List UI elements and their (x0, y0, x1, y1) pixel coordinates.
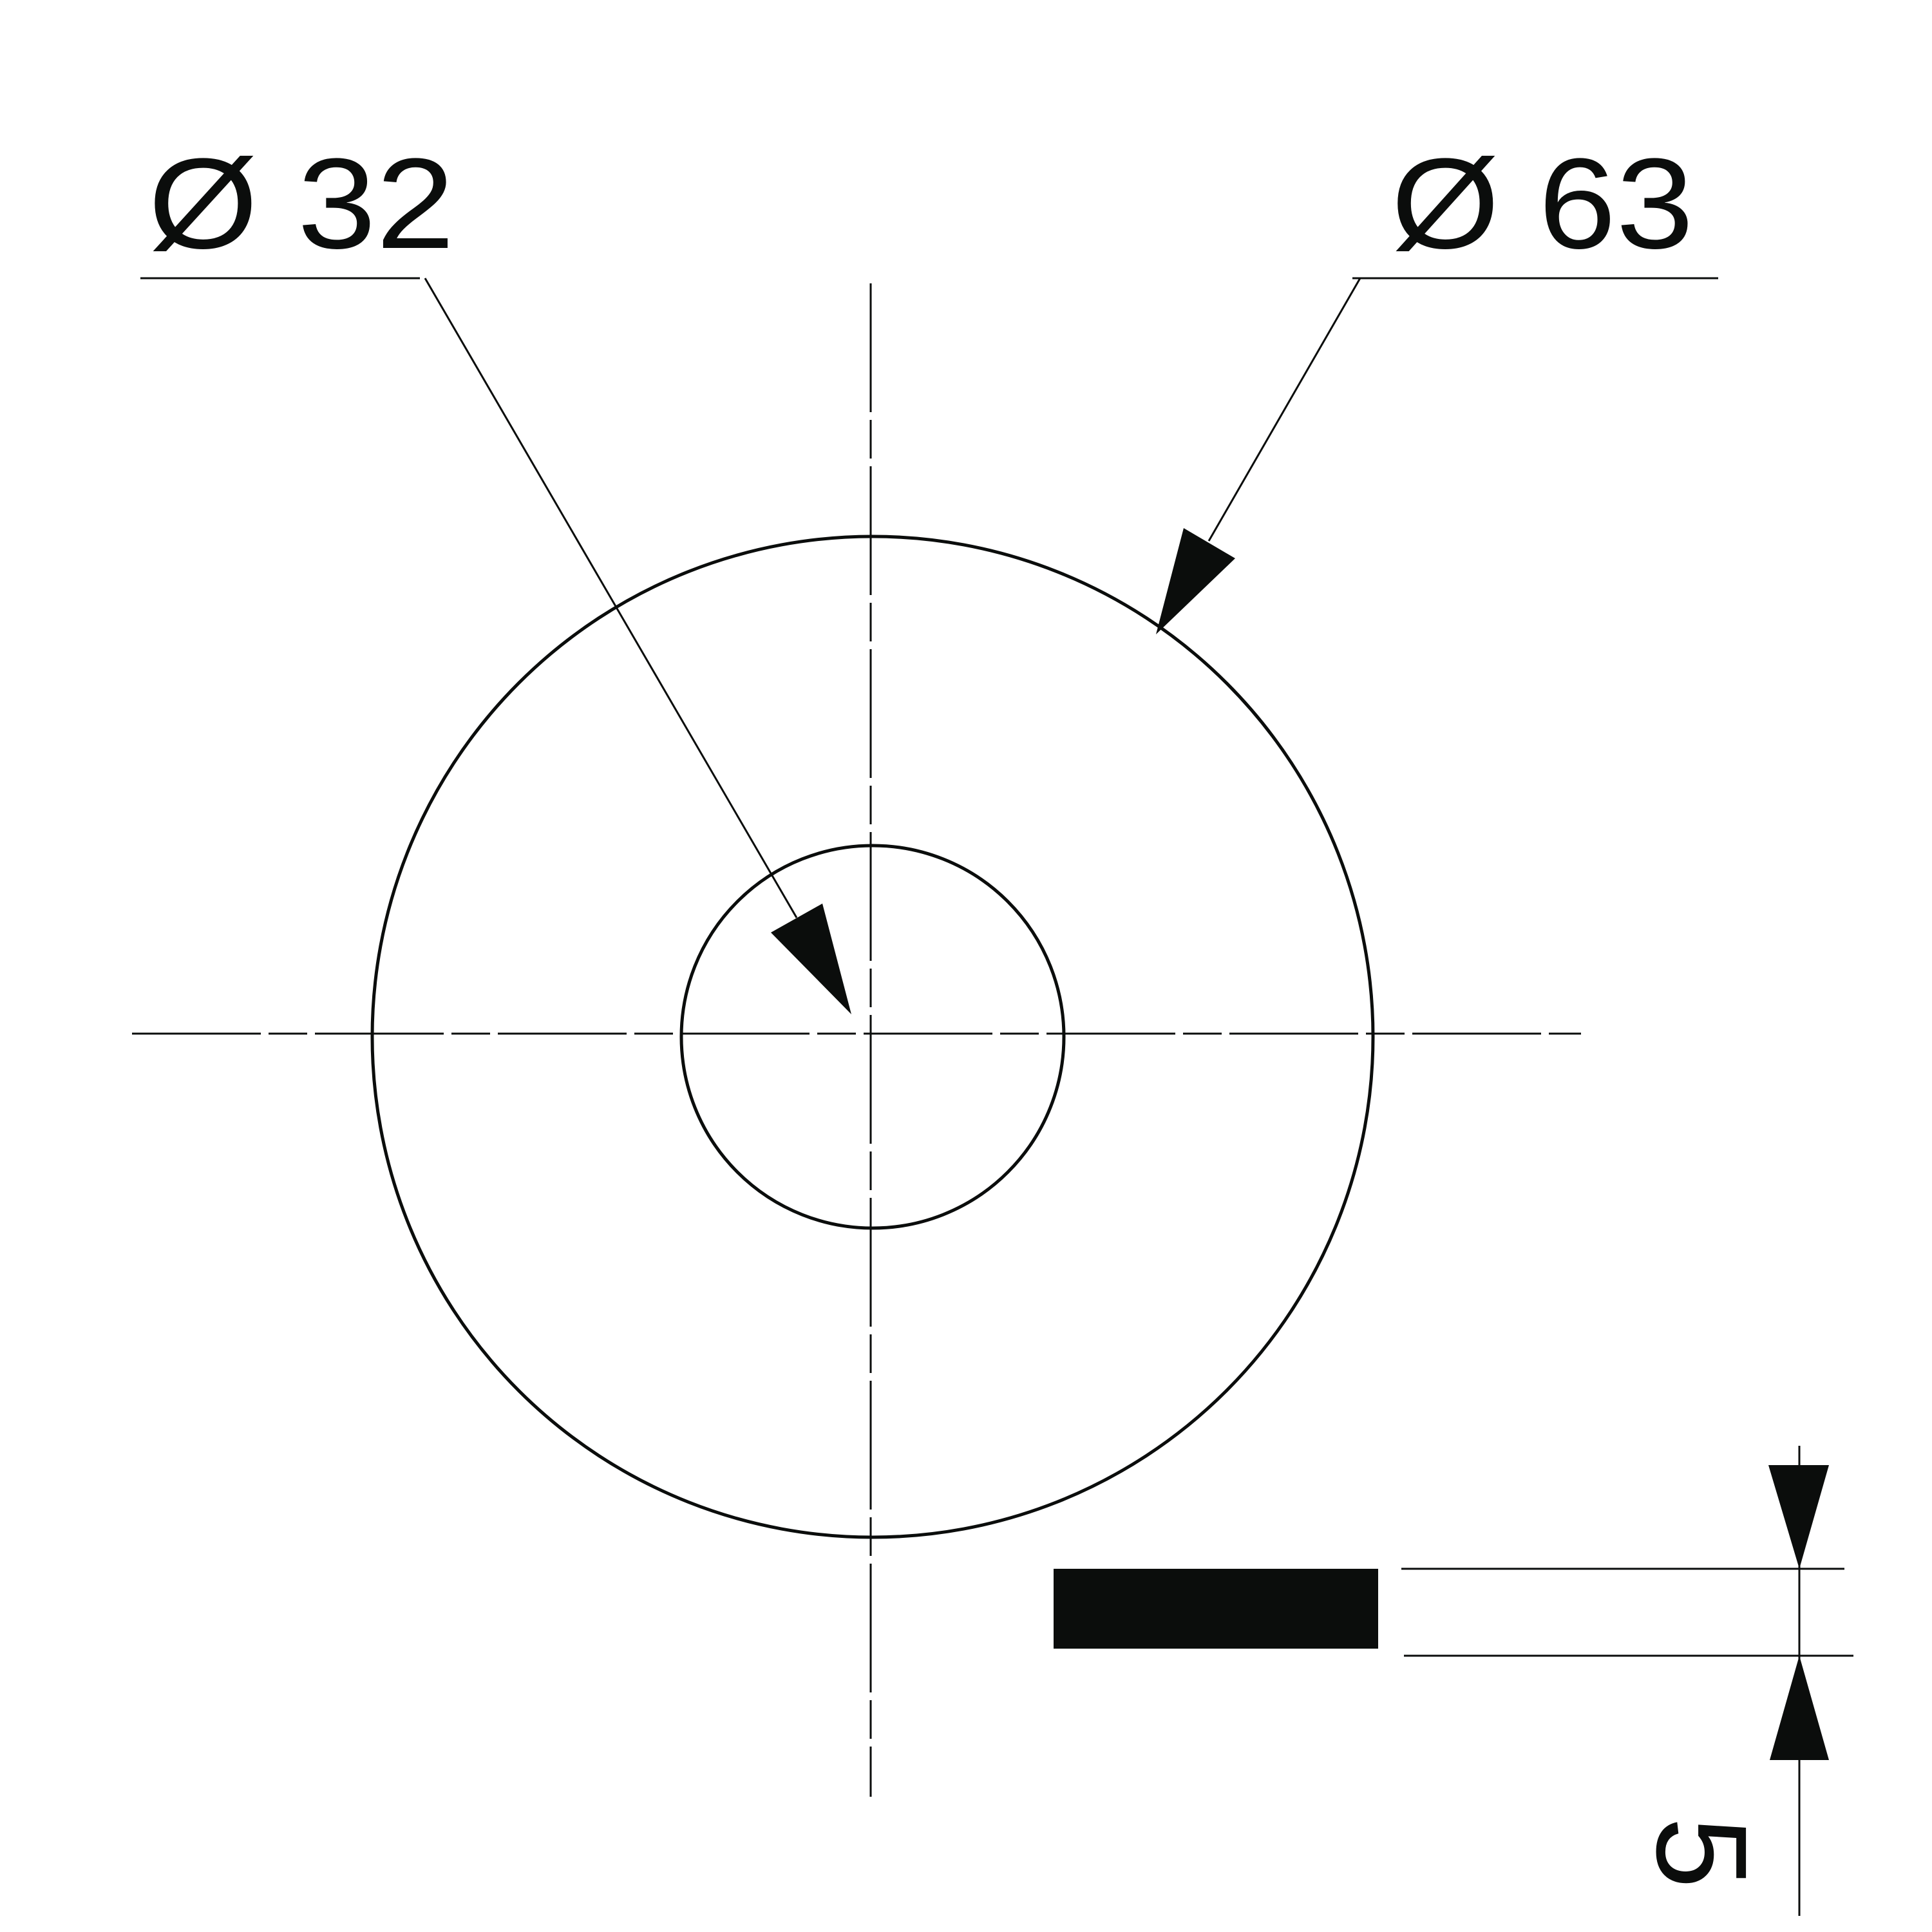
inner-circle (679, 844, 1066, 1230)
outer-diameter-leader (1156, 277, 1718, 634)
washer-side-view (1054, 1569, 1378, 1649)
inner-diameter-leader (140, 277, 851, 1014)
outer-diameter-label: Ø 63 (1391, 132, 1694, 276)
outer-diameter-arrowhead (1156, 528, 1235, 634)
thickness-arrowhead-bottom (1770, 1656, 1829, 1760)
thickness-dimension (1401, 1446, 1853, 1916)
inner-diameter-arrowhead (771, 904, 851, 1014)
thickness-label: 5 (1630, 1817, 1774, 1888)
inner-diameter-label: Ø 32 (148, 132, 455, 276)
outer-circle (370, 535, 1375, 1539)
thickness-arrowhead-top (1768, 1465, 1829, 1569)
